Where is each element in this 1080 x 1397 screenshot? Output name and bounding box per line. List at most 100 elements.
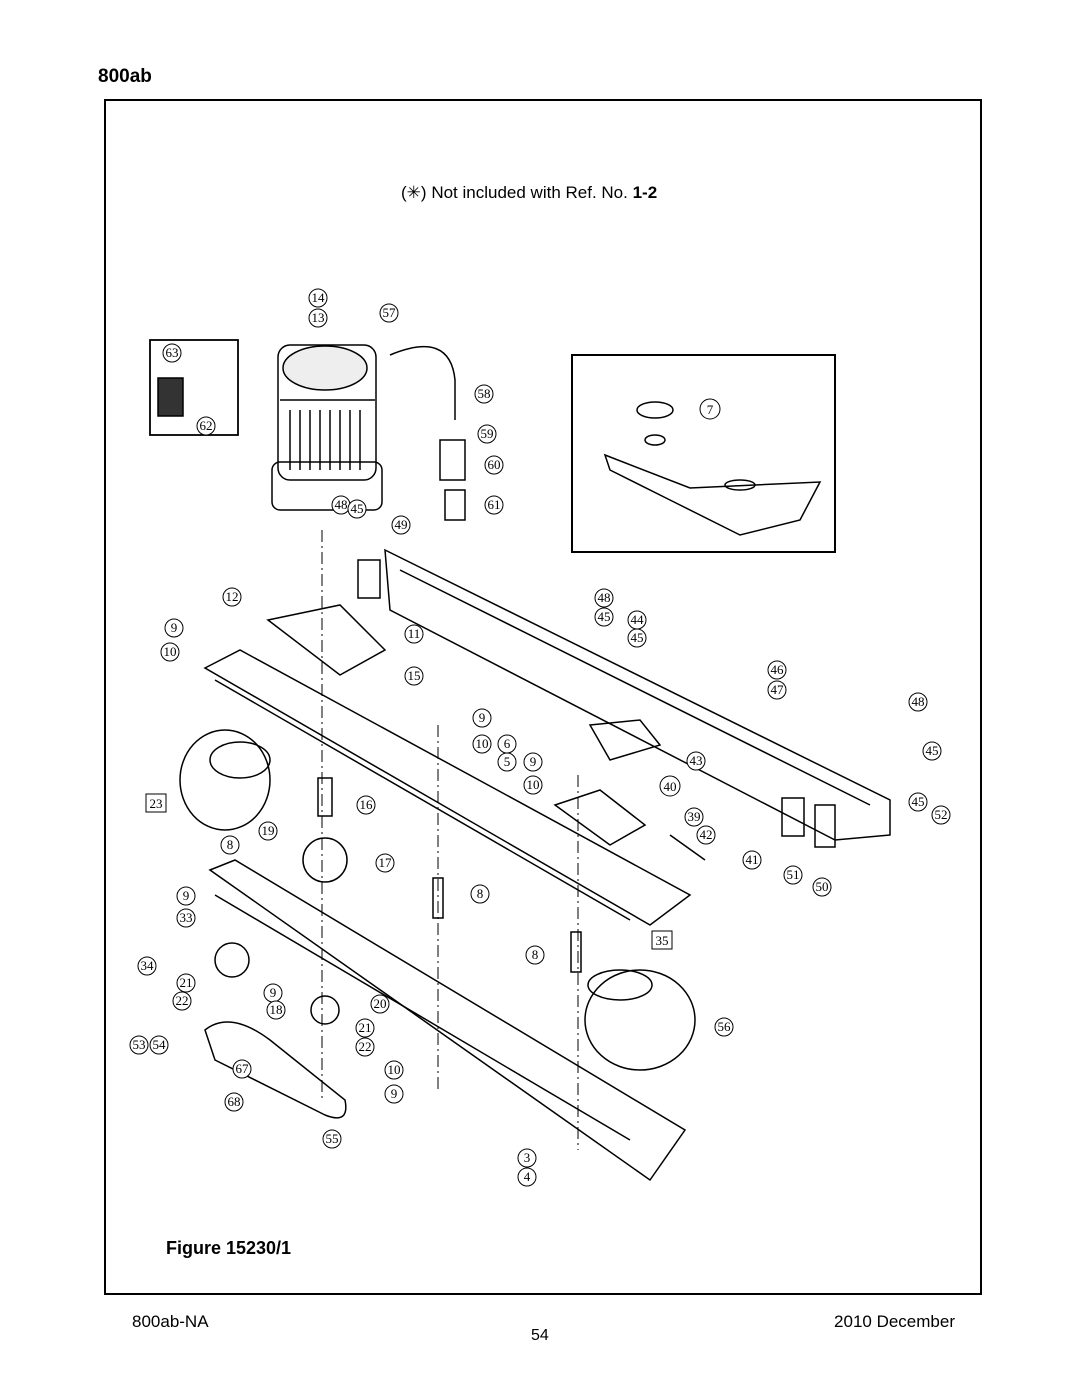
svg-text:4: 4 [524,1169,531,1184]
svg-text:9: 9 [479,710,486,725]
part-callout: 23 [145,793,167,813]
part-callout: 42 [696,825,716,845]
part-callout: 47 [767,680,787,700]
part-callout: 61 [484,495,504,515]
part-callout: 55 [322,1129,342,1149]
figure-caption: Figure 15230/1 [166,1238,292,1258]
svg-text:48: 48 [598,590,611,605]
drive-sprocket [214,942,250,978]
part-callout: 45 [908,792,928,812]
part-callout: 12 [222,587,242,607]
part-callout: 10 [384,1060,404,1080]
part-callout: 8 [470,884,490,904]
note-text: Not included with Ref. No. [431,183,628,202]
svg-text:22: 22 [359,1039,372,1054]
part-callout: 45 [594,607,614,627]
svg-text:12: 12 [226,589,239,604]
svg-text:19: 19 [262,823,275,838]
svg-text:40: 40 [664,779,677,794]
part-callout: 20 [370,994,390,1014]
svg-text:45: 45 [598,609,611,624]
svg-text:9: 9 [183,888,190,903]
svg-text:61: 61 [488,497,501,512]
svg-text:45: 45 [351,501,364,516]
svg-text:48: 48 [912,694,925,709]
part-callout: 35 [651,930,673,950]
mounting-plate [266,604,387,676]
model-header: 800ab [98,66,152,87]
part-callout: 45 [922,741,942,761]
part-callout: 22 [355,1037,375,1057]
svg-text:33: 33 [180,910,193,925]
svg-text:60: 60 [488,457,501,472]
svg-text:45: 45 [912,794,925,809]
svg-text:67: 67 [236,1061,250,1076]
part-callout: 54 [149,1035,169,1055]
svg-text:49: 49 [395,517,408,532]
part-callout: 16 [356,795,376,815]
svg-text:10: 10 [388,1062,401,1077]
svg-text:22: 22 [176,993,189,1008]
svg-text:21: 21 [359,1020,372,1035]
part-callout: 56 [714,1017,734,1037]
driven-sprocket [310,995,340,1025]
note-ref: 1-2 [632,183,658,202]
svg-text:13: 13 [312,310,325,325]
svg-text:10: 10 [476,736,489,751]
part-callout: 63 [162,343,182,363]
idler-roller [584,969,696,1071]
part-callout: 10 [472,734,492,754]
svg-text:51: 51 [787,867,800,882]
footer-doc-id: 800ab-NA [132,1312,209,1331]
part-callout: 48 [594,588,614,608]
part-callout: 45 [627,628,647,648]
part-callout: 45 [347,499,367,519]
drive-roller [179,729,271,831]
svg-text:42: 42 [700,827,713,842]
part-callout: 7 [699,398,721,420]
svg-text:46: 46 [771,662,785,677]
part-callout: 11 [404,624,424,644]
svg-text:59: 59 [481,426,494,441]
not-included-note: (✳) Not included with Ref. No. 1-2 [401,183,657,203]
part-callout: 48 [908,692,928,712]
shaft-bolt [669,834,706,861]
part-callout: 14 [308,288,328,308]
svg-text:52: 52 [935,807,948,822]
part-callout: 43 [686,751,706,771]
svg-text:16: 16 [360,797,374,812]
svg-text:45: 45 [631,630,644,645]
inset-grommet [636,401,674,419]
part-callout: 6 [497,734,517,754]
svg-text:57: 57 [383,305,397,320]
part-callout: 9 [384,1084,404,1104]
svg-text:9: 9 [391,1086,398,1101]
svg-text:8: 8 [477,886,484,901]
part-callout: 46 [767,660,787,680]
svg-text:18: 18 [270,1002,283,1017]
figure-frame [104,99,982,1295]
part-callout: 8 [525,945,545,965]
svg-text:63: 63 [166,345,179,360]
rear-frame-rail [384,548,891,841]
part-callout: 40 [659,775,681,797]
svg-text:17: 17 [379,855,393,870]
svg-text:35: 35 [656,933,669,948]
part-callout: 5 [497,752,517,772]
part-callout: 50 [812,877,832,897]
part-callout: 52 [931,805,951,825]
svg-text:45: 45 [926,743,939,758]
part-callout: 53 [129,1035,149,1055]
part-callout: 34 [137,956,157,976]
svg-text:58: 58 [478,386,491,401]
svg-text:47: 47 [771,682,785,697]
part-callout: 44 [627,610,647,630]
part-callout: 4 [517,1167,537,1187]
svg-text:48: 48 [335,497,348,512]
svg-text:50: 50 [816,879,829,894]
detail-inset-box [571,354,836,553]
svg-text:9: 9 [530,754,537,769]
footer-page-number: 54 [531,1327,549,1344]
part-callout: 22 [172,991,192,1011]
motor-body [277,344,377,481]
